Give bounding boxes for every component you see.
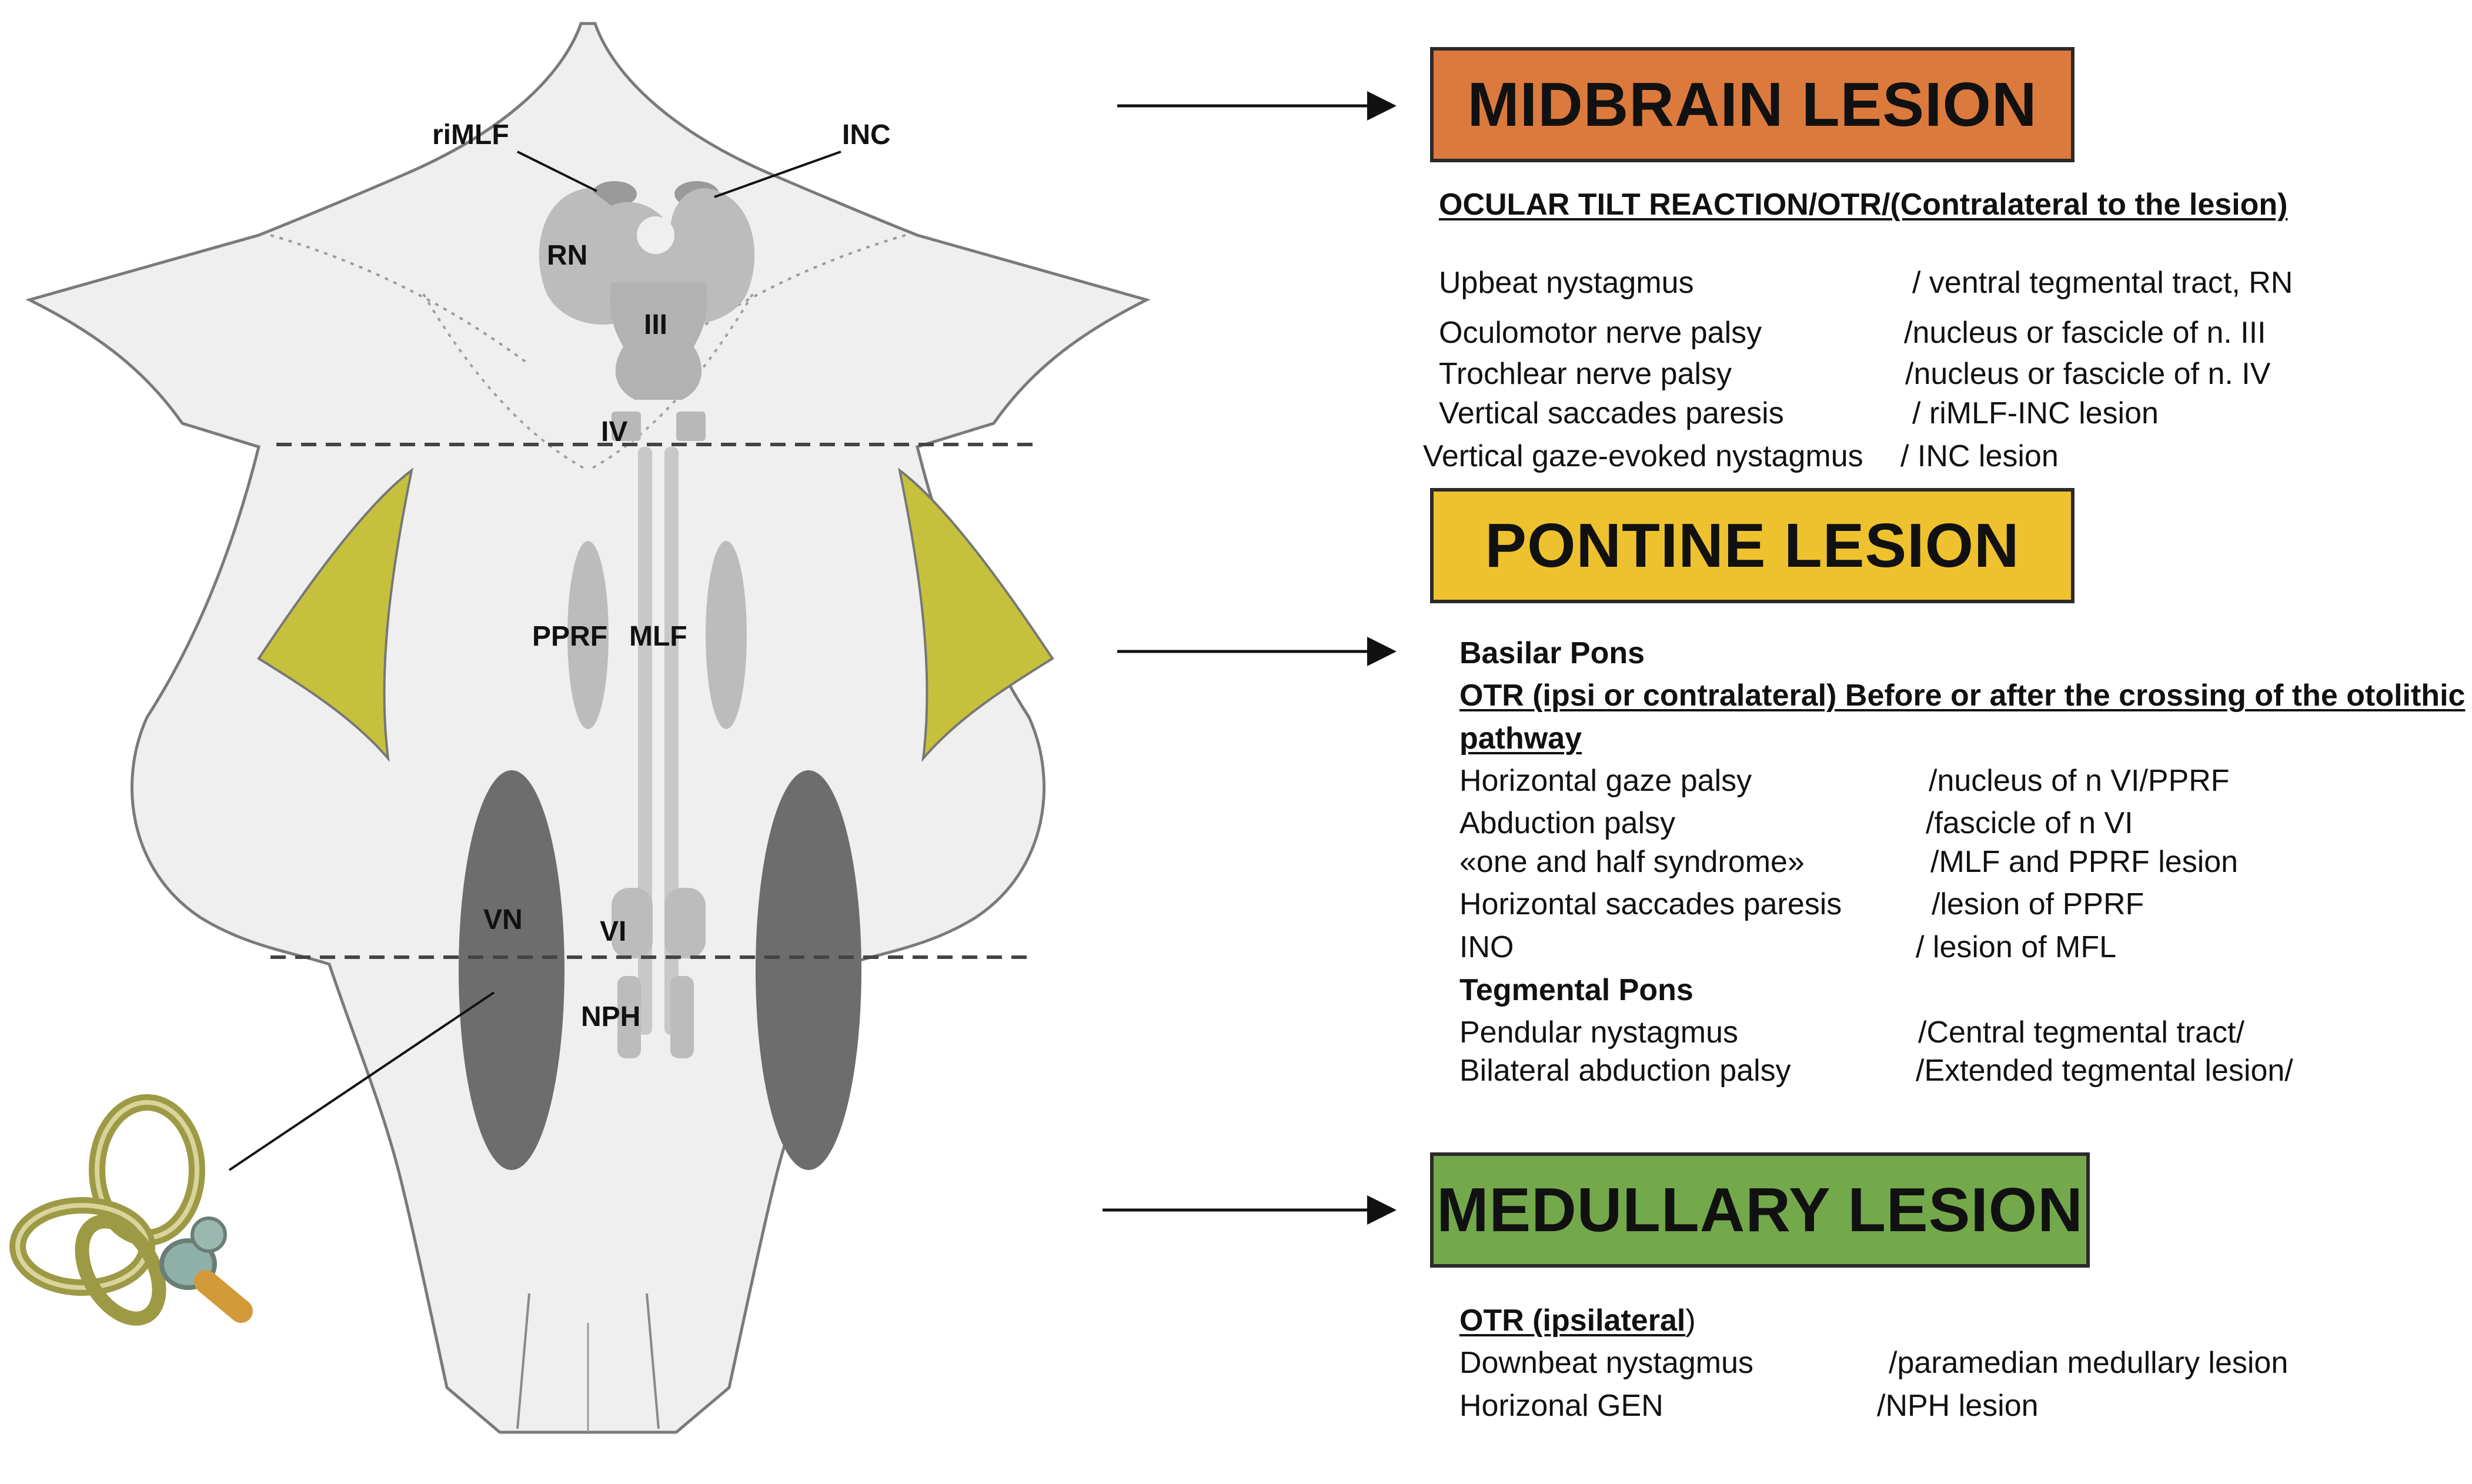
vestibular-nucleus-left — [459, 770, 564, 1170]
midbrain-site: / INC lesion — [1900, 439, 2059, 473]
pontine-site: /MLF and PPRF lesion — [1930, 845, 2239, 879]
pontine-sign: Abduction palsy — [1459, 806, 1676, 840]
medullary-lesion-box: MEDULLARY LESION — [1430, 1152, 2090, 1268]
pprf-left — [567, 541, 609, 729]
cerebellar-peduncle-right — [898, 467, 1054, 763]
pontine-sign: Horizontal saccades paresis — [1459, 887, 1842, 921]
tegmental-site: /Central tegmental tract/ — [1918, 1015, 2244, 1050]
label-iv: IV — [601, 416, 627, 447]
pontine-sign: «one and half syndrome» — [1459, 845, 1805, 879]
abducens-nucleus-left — [612, 888, 653, 958]
inner-ear-leader — [228, 991, 495, 1171]
ventral-fissure-right — [646, 1293, 660, 1429]
label-rimlf: riMLF — [432, 119, 509, 151]
label-mlf: MLF — [629, 621, 687, 652]
medullary-lesion-title: MEDULLARY LESION — [1437, 1175, 2083, 1245]
label-vn: VN — [483, 904, 523, 935]
label-pprf: PPRF — [532, 621, 607, 652]
midbrain-lesion-box: MIDBRAIN LESION — [1430, 47, 2075, 162]
label-vi: VI — [600, 916, 626, 947]
pontine-lesion-title: PONTINE LESION — [1485, 510, 2020, 580]
midbrain-sign: Vertical gaze-evoked nystagmus — [1423, 439, 1863, 473]
label-nph: NPH — [581, 1001, 640, 1032]
midbrain-sign: Upbeat nystagmus — [1439, 266, 1694, 300]
cerebellar-peduncle-left — [257, 467, 413, 763]
ventral-fissure-left — [516, 1293, 530, 1429]
medullary-site: /NPH lesion — [1877, 1389, 2039, 1423]
mlf-column-left — [638, 447, 652, 1035]
vestibular-nucleus-right — [756, 770, 861, 1170]
pontine-lesion-box: PONTINE LESION — [1430, 488, 2075, 603]
fibre-arc-left — [270, 234, 530, 366]
tegmental-sign: Pendular nystagmus — [1459, 1015, 1739, 1050]
midbrain-site: / ventral tegmental tract, RN — [1912, 266, 2293, 300]
pontine-site: /lesion of PPRF — [1932, 887, 2144, 921]
label-iii: III — [644, 309, 667, 340]
tegmental-sign: Bilateral abduction palsy — [1459, 1054, 1791, 1088]
pprf-right — [706, 541, 747, 729]
nph-nucleus-right — [670, 976, 694, 1058]
pontine-otr-line2: pathway — [1459, 721, 1582, 756]
medullary-site: /paramedian medullary lesion — [1889, 1346, 2289, 1380]
mlf-column-right — [664, 447, 679, 1035]
fibre-arc-lower-right — [587, 293, 754, 472]
pontine-sign: INO — [1459, 930, 1514, 964]
midbrain-sign: Vertical saccades paresis — [1439, 396, 1784, 430]
medullary-sign: Horizonal GEN — [1459, 1389, 1663, 1423]
medullary-otr-paren: ) — [1685, 1303, 1696, 1338]
trochlear-nucleus-right — [676, 412, 706, 441]
midbrain-site: /nucleus or fascicle of n. III — [1904, 316, 2266, 350]
pontine-site: / lesion of MFL — [1916, 930, 2117, 964]
midbrain-otr-heading: OCULAR TILT REACTION/OTR/(Contralateral … — [1439, 188, 2288, 222]
tegmental-site: /Extended tegmental lesion/ — [1916, 1054, 2293, 1088]
label-rn: RN — [547, 240, 587, 271]
fibre-arc-lower-left — [422, 293, 589, 472]
medullary-otr-heading: OTR (ipsilateral) — [1459, 1305, 1696, 1336]
inner-ear-icon — [9, 1094, 253, 1326]
pontine-sign: Horizontal gaze palsy — [1459, 764, 1752, 798]
aqueduct — [637, 216, 674, 254]
fibre-arc-right — [646, 234, 906, 366]
oculomotor-nucleus — [610, 282, 707, 400]
tegmental-pons-heading: Tegmental Pons — [1459, 973, 1693, 1007]
midbrain-site: /nucleus or fascicle of n. IV — [1905, 357, 2271, 391]
trochlear-nucleus-left — [612, 412, 641, 441]
midbrain-site: / riMLF-INC lesion — [1912, 396, 2159, 430]
pontine-site: /nucleus of n VI/PPRF — [1929, 764, 2230, 798]
pontine-site: /fascicle of n VI — [1926, 806, 2133, 840]
rimlf-leader — [517, 151, 597, 192]
midbrain-sign: Trochlear nerve palsy — [1439, 357, 1732, 391]
medullary-otr-underlined: OTR (ipsilateral — [1459, 1303, 1686, 1338]
nph-nucleus-left — [617, 976, 641, 1058]
midbrain-lesion-title: MIDBRAIN LESION — [1467, 69, 2037, 139]
pontine-otr-line1: OTR (ipsi or contralateral) Before or af… — [1459, 679, 2466, 713]
inc-leader — [714, 151, 841, 198]
abducens-nucleus-right — [664, 888, 706, 958]
label-inc: INC — [842, 119, 891, 151]
medullary-sign: Downbeat nystagmus — [1459, 1346, 1754, 1380]
basilar-pons-heading: Basilar Pons — [1459, 636, 1645, 670]
midbrain-sign: Oculomotor nerve palsy — [1439, 316, 1762, 350]
